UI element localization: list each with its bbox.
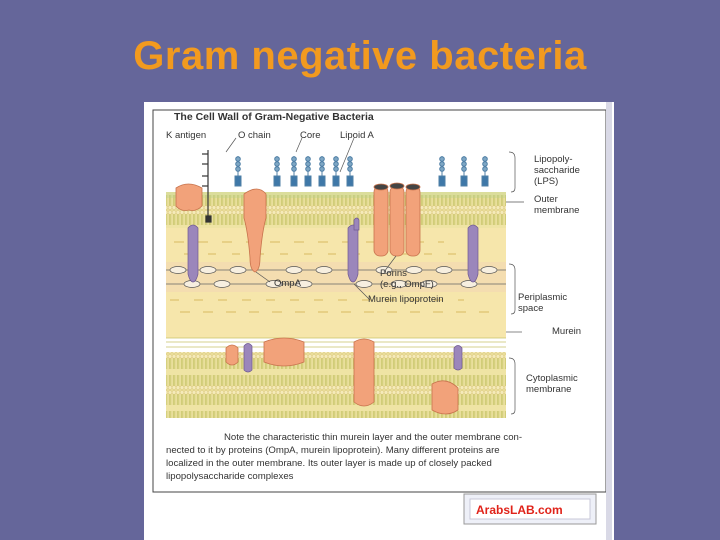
cytoplasmic-proteins bbox=[225, 337, 459, 415]
figure-border-right bbox=[606, 102, 612, 540]
label-k-antigen: K antigen bbox=[166, 130, 206, 141]
slide-title: Gram negative bacteria bbox=[133, 34, 587, 78]
label-murein-lipoprotein: Murein lipoprotein bbox=[368, 294, 444, 305]
k-antigen bbox=[202, 150, 212, 223]
caption-line-4: lipopolysaccharide complexes bbox=[166, 471, 294, 482]
caption-line-3: localized in the outer membrane. Its out… bbox=[166, 458, 492, 469]
label-outer-1: Outer bbox=[534, 194, 558, 205]
label-o-chain: O chain bbox=[238, 130, 271, 141]
caption-line-2: nected to it by proteins (OmpA, murein l… bbox=[166, 445, 500, 456]
leader-lines bbox=[225, 137, 524, 415]
label-cytoplasmic-1: Cytoplasmic bbox=[526, 373, 578, 384]
caption-line-1: Note the characteristic thin murein laye… bbox=[224, 432, 522, 443]
outer-membrane-protein-left bbox=[175, 183, 203, 211]
label-murein: Murein bbox=[552, 326, 581, 337]
lps-chains bbox=[234, 156, 489, 187]
label-porins-1: Porins bbox=[380, 268, 407, 279]
murein-layer bbox=[166, 262, 506, 292]
cell-wall-figure: The Cell Wall of Gram-Negative Bacteria bbox=[144, 102, 614, 540]
outer-membrane bbox=[166, 192, 506, 228]
watermark-logo: ArabsLAB.com bbox=[463, 493, 597, 525]
murein-lipoproteins bbox=[187, 217, 479, 283]
svg-text:ArabsLAB.com: ArabsLAB.com bbox=[476, 503, 563, 517]
label-lps-3: (LPS) bbox=[534, 176, 558, 187]
label-porins-2: (e.g., OmpF) bbox=[380, 279, 434, 290]
label-lps-2: saccharide bbox=[534, 165, 580, 176]
label-lps-1: Lipopoly- bbox=[534, 154, 573, 165]
label-lipoid-a: Lipoid A bbox=[340, 130, 374, 141]
ompa-protein bbox=[243, 188, 267, 273]
figure-title: The Cell Wall of Gram-Negative Bacteria bbox=[174, 111, 374, 123]
label-ompa: OmpA bbox=[274, 278, 302, 289]
label-periplasmic-2: space bbox=[518, 303, 543, 314]
cytoplasm-lines bbox=[166, 337, 506, 348]
label-core: Core bbox=[300, 130, 321, 141]
label-periplasmic-1: Periplasmic bbox=[518, 292, 567, 303]
cytoplasmic-purple-proteins bbox=[243, 343, 463, 373]
label-outer-2: membrane bbox=[534, 205, 579, 216]
porins-ompf bbox=[373, 182, 421, 257]
label-cytoplasmic-2: membrane bbox=[526, 384, 571, 395]
